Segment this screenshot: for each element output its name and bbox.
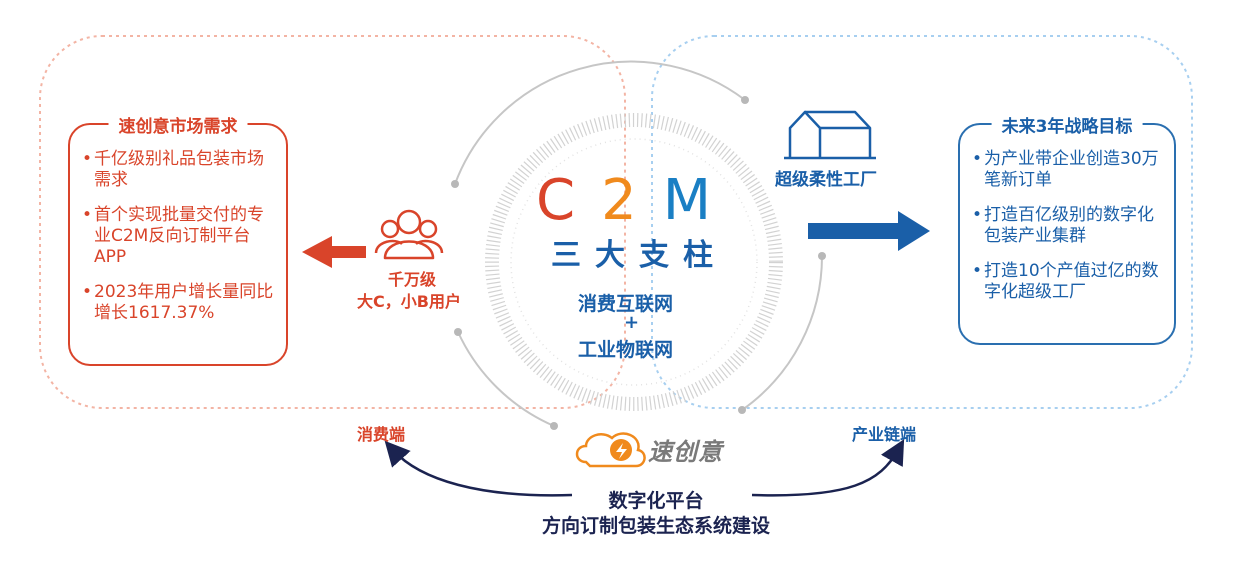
arc-dot bbox=[451, 180, 459, 188]
list-item: 千亿级别礼品包装市场需求 bbox=[82, 149, 278, 191]
consumer-end-label: 消费端 bbox=[357, 425, 406, 444]
arc-right bbox=[741, 255, 824, 411]
list-item: 为产业带企业创造30万笔新订单 bbox=[972, 149, 1166, 191]
platform-subtitle: 方向订制包装生态系统建设 bbox=[541, 515, 770, 537]
users-icon bbox=[374, 209, 444, 260]
center-ticked-ring bbox=[485, 113, 783, 411]
logo-icon bbox=[575, 432, 646, 468]
arc-dot bbox=[550, 422, 558, 430]
market-demand-box: 速创意市场需求 千亿级别礼品包装市场需求 首个实现批量交付的专业C2M反向订制平… bbox=[68, 112, 288, 366]
c2m-digit-2: 2 bbox=[601, 168, 663, 233]
industrial-iot-label: 工业物联网 bbox=[578, 339, 674, 361]
factory-icon bbox=[784, 110, 876, 160]
consumer-internet-label: 消费互联网 bbox=[578, 293, 674, 315]
brand-logo-text: 速创意 bbox=[648, 438, 723, 466]
arc-dot bbox=[454, 328, 462, 336]
market-demand-title: 速创意市场需求 bbox=[108, 112, 248, 137]
arc-dot bbox=[738, 406, 746, 414]
list-item: 打造10个产值过亿的数字化超级工厂 bbox=[972, 261, 1166, 303]
inner-dotted-ring bbox=[510, 138, 758, 386]
c2m-letter-c: C bbox=[536, 168, 602, 233]
arc-dot bbox=[818, 252, 826, 260]
arrow-left-icon bbox=[302, 236, 366, 268]
users-type-label: 大C，小B用户 bbox=[357, 292, 461, 311]
arrow-right-icon bbox=[808, 211, 930, 251]
market-demand-list: 千亿级别礼品包装市场需求 首个实现批量交付的专业C2M反向订制平台APP 202… bbox=[82, 149, 278, 338]
factory-label: 超级柔性工厂 bbox=[775, 170, 877, 190]
right-curve-arrow bbox=[751, 439, 905, 497]
arc-dot bbox=[741, 96, 749, 104]
list-item: 打造百亿级别的数字化包装产业集群 bbox=[972, 205, 1166, 247]
list-item: 2023年用户增长量同比增长1617.37% bbox=[82, 282, 278, 324]
strategic-goals-list: 为产业带企业创造30万笔新订单 打造百亿级别的数字化包装产业集群 打造10个产值… bbox=[972, 149, 1166, 317]
industry-region-outline bbox=[651, 35, 1193, 409]
three-pillars-label: 三大支柱 bbox=[551, 238, 727, 273]
industry-end-label: 产业链端 bbox=[852, 425, 917, 444]
strategic-goals-box: 未来3年战略目标 为产业带企业创造30万笔新订单 打造百亿级别的数字化包装产业集… bbox=[958, 112, 1176, 345]
platform-title: 数字化平台 bbox=[608, 490, 704, 512]
strategic-goals-title: 未来3年战略目标 bbox=[991, 112, 1143, 137]
arc-bottom-left bbox=[457, 331, 555, 427]
left-curve-arrow bbox=[384, 440, 573, 497]
c2m-letter-m: M bbox=[662, 168, 738, 233]
list-item: 首个实现批量交付的专业C2M反向订制平台APP bbox=[82, 205, 278, 268]
arc-top-left bbox=[454, 60, 746, 185]
c2m-title: C2M bbox=[536, 168, 737, 233]
users-scale-label: 千万级 bbox=[388, 270, 437, 289]
plus-sign: + bbox=[624, 312, 640, 333]
